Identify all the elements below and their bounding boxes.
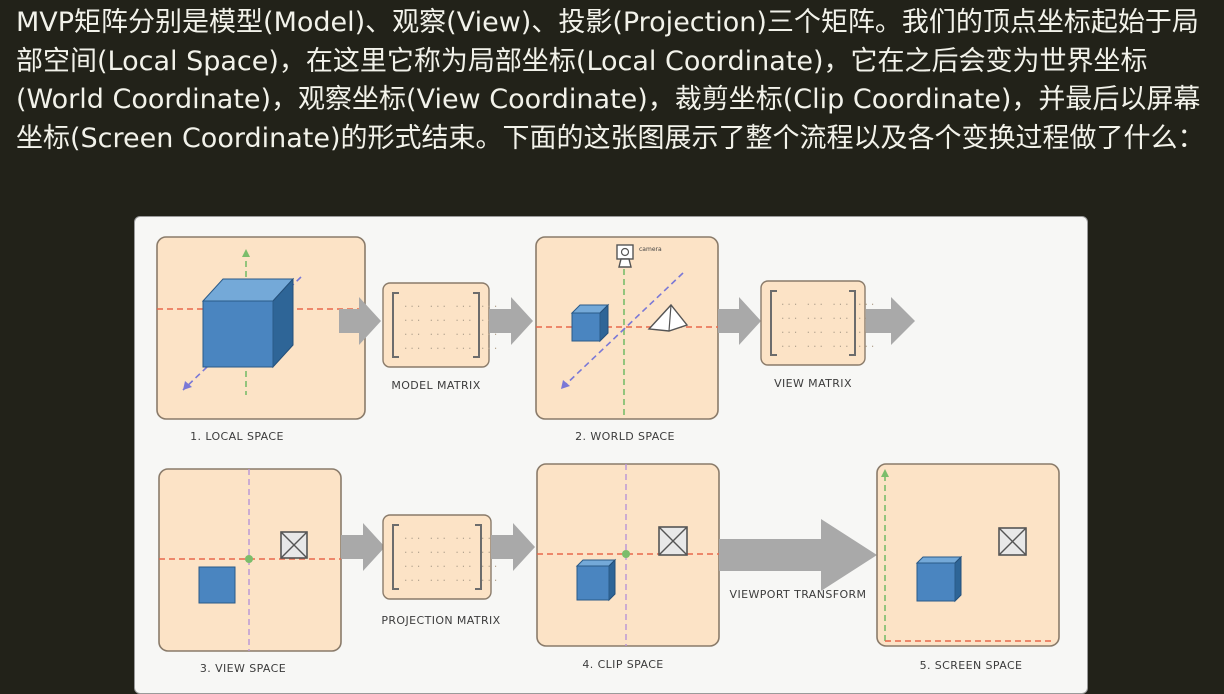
arrow-right-icon bbox=[339, 297, 381, 345]
screen-space-panel bbox=[876, 463, 1060, 647]
svg-text:... ... ... ...: ... ... ... ... bbox=[403, 328, 499, 338]
svg-text:... ... ... ...: ... ... ... ... bbox=[780, 312, 876, 322]
cube-icon bbox=[575, 558, 617, 602]
local-space-panel bbox=[156, 236, 366, 420]
viewport-arrow-icon bbox=[719, 519, 877, 591]
view-matrix-box: ... ... ... ... ... ... ... ... ... ... … bbox=[760, 280, 876, 366]
world-space-label: 2. WORLD SPACE bbox=[575, 430, 675, 443]
svg-text:... ... ... ...: ... ... ... ... bbox=[780, 340, 876, 350]
view-matrix-label: VIEW MATRIX bbox=[774, 377, 852, 390]
intro-paragraph: MVP矩阵分别是模型(Model)、观察(View)、投影(Projection… bbox=[16, 7, 1205, 154]
box-icon bbox=[658, 526, 688, 556]
coordinate-systems-diagram: ... 1. LOCAL SPACE ... ... ... ... ... .… bbox=[134, 216, 1088, 694]
cube-icon bbox=[201, 277, 295, 369]
view-space-label: 3. VIEW SPACE bbox=[200, 662, 286, 675]
model-matrix-label: MODEL MATRIX bbox=[391, 379, 480, 392]
svg-text:... ... ... ...: ... ... ... ... bbox=[403, 574, 499, 584]
arrow-right-icon bbox=[489, 297, 533, 345]
camera-label: camera bbox=[639, 246, 662, 253]
svg-text:... ... ... ...: ... ... ... ... bbox=[403, 342, 499, 352]
arrow-right-icon bbox=[341, 523, 385, 571]
svg-text:... ... ... ...: ... ... ... ... bbox=[780, 326, 876, 336]
local-space-label: 1. LOCAL SPACE bbox=[190, 430, 284, 443]
svg-text:... ... ... ...: ... ... ... ... bbox=[403, 560, 499, 570]
pyramid-icon bbox=[647, 303, 689, 332]
arrow-right-icon bbox=[866, 297, 915, 345]
svg-text:... ... ... ...: ... ... ... ... bbox=[403, 314, 499, 324]
screen-space-label: 5. SCREEN SPACE bbox=[920, 659, 1023, 672]
svg-text:... ... ... ...: ... ... ... ... bbox=[403, 300, 499, 310]
world-space-panel: camera bbox=[535, 236, 719, 420]
projection-matrix-box: ... ... ... ... ... ... ... ... ... ... … bbox=[382, 514, 499, 600]
arrow-right-icon bbox=[718, 297, 761, 345]
pipeline-svg: ... 1. LOCAL SPACE ... ... ... ... ... .… bbox=[156, 236, 1060, 675]
box-icon bbox=[998, 527, 1027, 556]
cube-icon bbox=[198, 566, 236, 604]
cube-icon bbox=[915, 555, 963, 603]
cube-icon bbox=[570, 303, 610, 343]
viewport-transform-label: VIEWPORT TRANSFORM bbox=[730, 588, 867, 601]
svg-text:... ... ... ...: ... ... ... ... bbox=[403, 546, 499, 556]
svg-text:... ... ... ...: ... ... ... ... bbox=[780, 298, 876, 308]
view-space-panel bbox=[158, 468, 342, 652]
projection-matrix-label: PROJECTION MATRIX bbox=[381, 614, 500, 627]
model-matrix-box: ... ... ... ... ... ... ... ... ... ... … bbox=[382, 282, 499, 368]
clip-space-label: 4. CLIP SPACE bbox=[582, 658, 663, 671]
camera-icon bbox=[616, 244, 634, 268]
arrow-right-icon bbox=[491, 523, 535, 571]
clip-space-panel bbox=[536, 463, 720, 647]
box-icon bbox=[280, 531, 308, 559]
svg-text:... ... ... ...: ... ... ... ... bbox=[403, 532, 499, 542]
